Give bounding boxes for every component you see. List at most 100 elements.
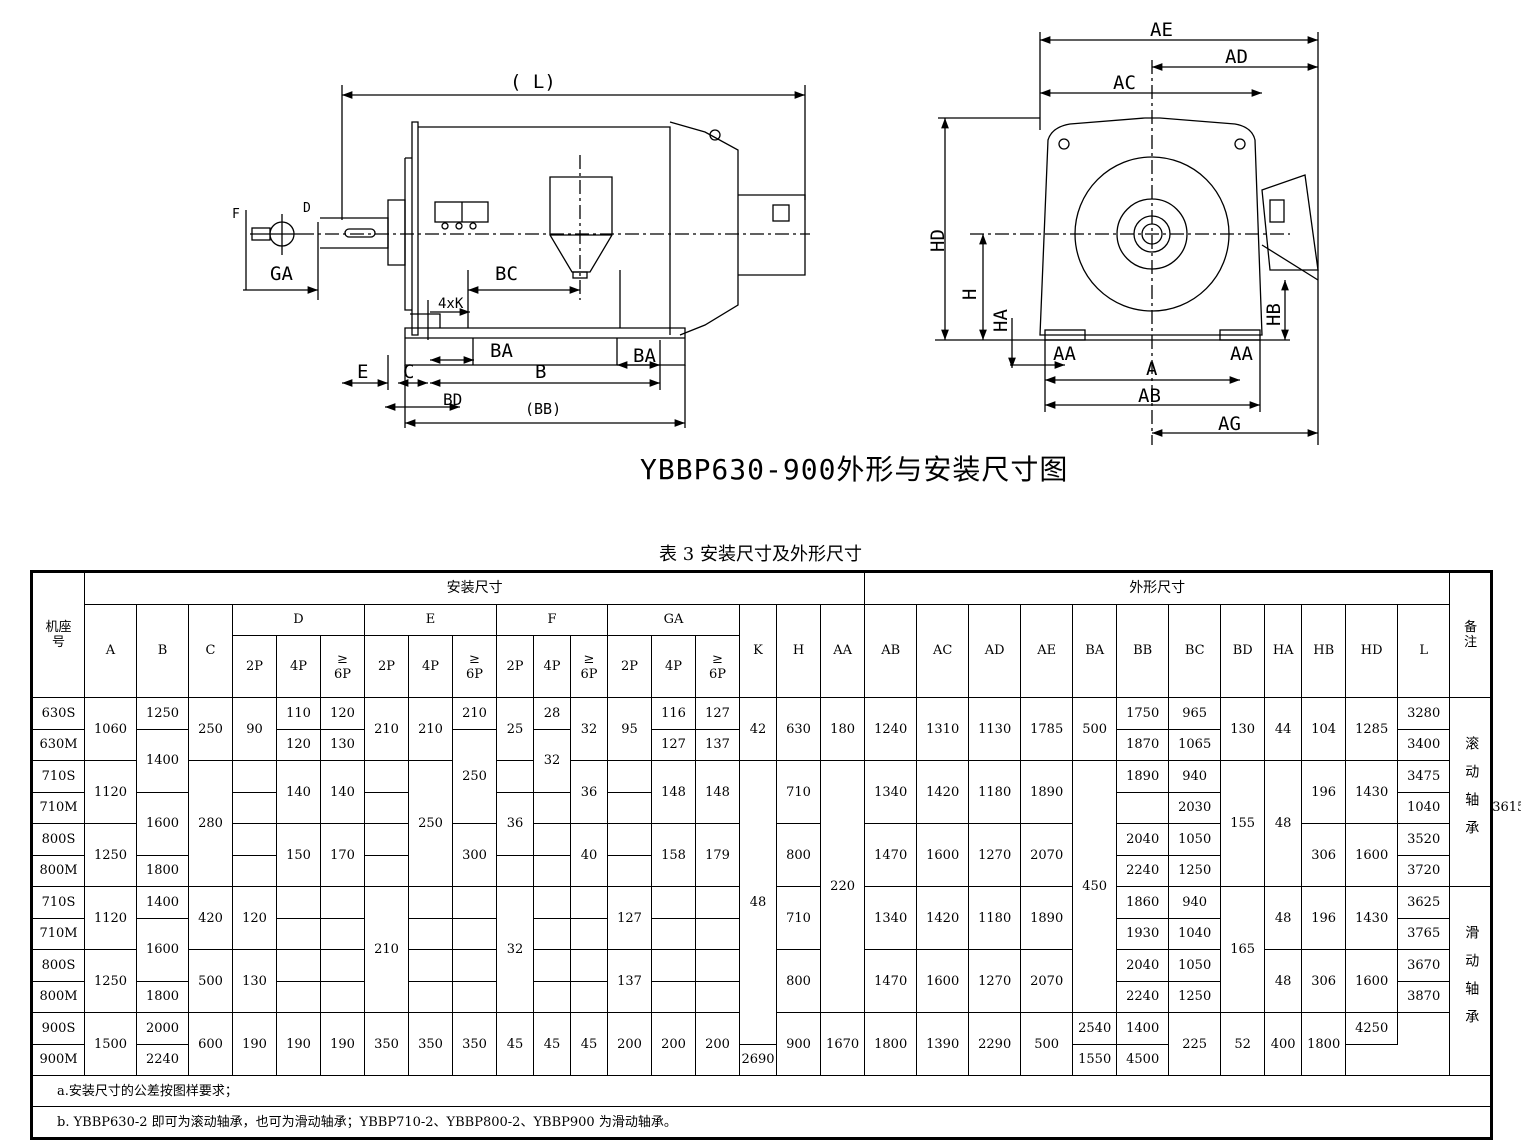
table-cell: 127 (695, 697, 740, 730)
table-cell: 1340 (864, 886, 918, 950)
table-cell: 280 (188, 760, 233, 887)
table-cell: 116 (651, 697, 696, 730)
table-cell: 32 (533, 728, 571, 793)
table-cell: 104 (1301, 697, 1347, 761)
table-cell: 120 (320, 697, 365, 730)
remark-sliding-bearing: 滑动轴承 (1449, 886, 1493, 1076)
table-cell: 1400 (1116, 1012, 1170, 1045)
table-cell (570, 949, 608, 982)
header-pole: 2P (364, 635, 409, 698)
table-cell (651, 980, 696, 1013)
table-cell: 158 (651, 823, 696, 887)
table-cell: 3520 (1397, 823, 1451, 856)
dim-label-bd: BD (443, 390, 462, 409)
table-cell: 1550 (1072, 1043, 1118, 1076)
table-cell: 1250 (136, 697, 189, 730)
table-cell: 1600 (136, 917, 189, 982)
table-cell: 1270 (968, 823, 1022, 887)
dim-label-bc: BC (495, 263, 518, 285)
table-cell: 250 (408, 760, 453, 887)
table-cell: 2240 (1116, 854, 1170, 887)
table-cell: 1430 (1345, 886, 1399, 950)
table-cell (364, 823, 409, 856)
table-cell: 4500 (1116, 1043, 1170, 1076)
table-cell: 1430 (1345, 760, 1399, 824)
table-cell: 1500 (84, 1012, 137, 1076)
table-cell: 1890 (1116, 760, 1170, 793)
header-ha: HA (1264, 603, 1303, 698)
header-pole: ≥ 6P (695, 635, 740, 698)
table-cell: 196 (1301, 760, 1347, 824)
table-cell (320, 980, 365, 1013)
header-pole: 2P (607, 635, 652, 698)
frame-cell: 900M (31, 1043, 85, 1076)
table-cell: 44 (1264, 697, 1303, 761)
table-cell: 1120 (84, 760, 137, 824)
table-cell: 1240 (864, 697, 918, 761)
header-pole: ≥ 6P (452, 635, 497, 698)
dim-label-aa-left: AA (1053, 343, 1076, 365)
dim-label-f: F (232, 207, 240, 222)
table-cell: 130 (232, 949, 277, 1013)
table-cell: 1250 (84, 823, 137, 887)
table-cell: 1800 (136, 980, 189, 1013)
header-bb: BB (1116, 603, 1170, 698)
table-cell: 1470 (864, 949, 918, 1013)
header-install: 安装尺寸 (83, 571, 866, 605)
table-cell: 1065 (1168, 728, 1222, 761)
table-cell: 45 (533, 1012, 571, 1076)
table-cell: 3765 (1397, 917, 1451, 950)
table-cell: 1800 (864, 1012, 918, 1076)
note-b: b. YBBP630-2 即可为滚动轴承，也可为滑动轴承；YBBP710-2、Y… (30, 1106, 1493, 1139)
table-cell: 2240 (136, 1043, 189, 1076)
frame-cell: 630M (31, 728, 85, 761)
table-cell: 965 (1168, 697, 1222, 730)
table-cell: 95 (607, 697, 652, 761)
table-cell (570, 917, 608, 950)
table-cell: 155 (1220, 760, 1266, 887)
table-cell: 225 (1168, 1012, 1222, 1076)
table-cell: 1340 (864, 760, 918, 824)
drawing-title: YBBP630-900外形与安装尺寸图 (640, 453, 1069, 486)
dim-label-ga: GA (270, 263, 293, 285)
table-cell: 1270 (968, 949, 1022, 1013)
table-cell: 500 (1072, 697, 1118, 761)
header-bc: BC (1168, 603, 1222, 698)
header-b: B (136, 603, 189, 698)
dim-label-aa-right: AA (1230, 343, 1253, 365)
header-pole: 2P (496, 635, 534, 698)
table-cell: 1800 (136, 854, 189, 887)
table-cell: 210 (364, 697, 409, 761)
table-cell: 140 (276, 760, 321, 824)
table-cell: 36 (496, 791, 534, 856)
header-ac: AC (916, 603, 970, 698)
frame-cell: 710M (31, 791, 85, 824)
table-cell: 140 (320, 760, 365, 824)
table-cell: 1600 (1345, 949, 1399, 1013)
table-cell (320, 917, 365, 950)
table-cell (533, 854, 571, 887)
table-cell: 1250 (84, 949, 137, 1013)
table-cell (607, 823, 652, 856)
table-cell: 1400 (136, 728, 189, 793)
header-a: A (84, 603, 137, 698)
table-cell (232, 823, 277, 856)
table-cell: 137 (695, 728, 740, 761)
table-cell: 28 (533, 697, 571, 730)
table-cell: 45 (570, 1012, 608, 1076)
table-cell: 3720 (1397, 854, 1451, 887)
table-cell: 1180 (968, 760, 1022, 824)
table-cell: 52 (1220, 1012, 1266, 1076)
table-cell: 710 (776, 886, 821, 950)
table-cell: 1050 (1168, 823, 1222, 856)
header-pole: 4P (533, 635, 571, 698)
table-cell (408, 980, 453, 1013)
frame-cell: 710S (31, 886, 85, 919)
table-cell: 1420 (916, 886, 970, 950)
table-cell (533, 949, 571, 982)
header-hd: HD (1345, 603, 1399, 698)
table-cell (232, 791, 277, 824)
table-cell: 2070 (1020, 949, 1074, 1013)
outline-drawing: ( L) AE AD AC HD H HA HB AA AA A AB AG B… (232, 19, 1319, 445)
table-cell: 200 (695, 1012, 740, 1076)
